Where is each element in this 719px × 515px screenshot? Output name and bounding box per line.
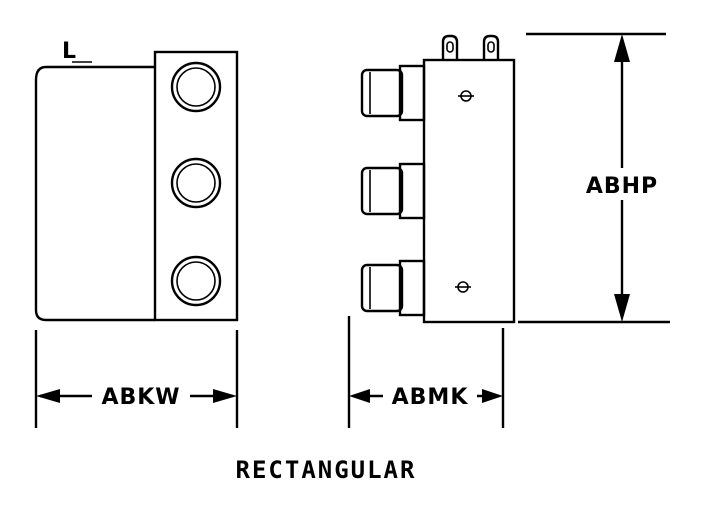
contact-circle — [170, 255, 222, 307]
arrowhead-left — [349, 389, 370, 403]
front-view: L — [34, 39, 239, 322]
depth-dimension: ABMK — [347, 316, 505, 428]
solder-tab — [482, 34, 500, 60]
arrowhead-right — [482, 389, 503, 403]
contact-circle — [170, 157, 222, 209]
front-view-body-outline — [34, 65, 155, 322]
width-dimension-label: ABKW — [101, 385, 180, 410]
width-dimension: ABKW — [34, 330, 239, 428]
side-connector — [360, 162, 426, 220]
height-dimension: ABHP — [518, 32, 670, 324]
arrowhead-top — [614, 34, 630, 62]
arrowhead-bottom — [614, 294, 630, 322]
front-view-face-plate — [153, 50, 239, 322]
height-dimension-label: ABHP — [586, 174, 658, 199]
solder-tab — [441, 34, 459, 60]
side-connector — [360, 259, 426, 317]
mounting-screw — [458, 90, 474, 102]
contact-circle — [170, 61, 222, 113]
arrowhead-left — [36, 389, 60, 403]
side-connector — [360, 64, 426, 122]
mounting-screw — [455, 281, 471, 293]
caption: RECTANGULAR — [236, 456, 417, 484]
side-view — [360, 34, 516, 324]
depth-dimension-label: ABMK — [392, 385, 469, 410]
arrowhead-right — [213, 389, 237, 403]
corner-mark: L — [62, 39, 77, 64]
